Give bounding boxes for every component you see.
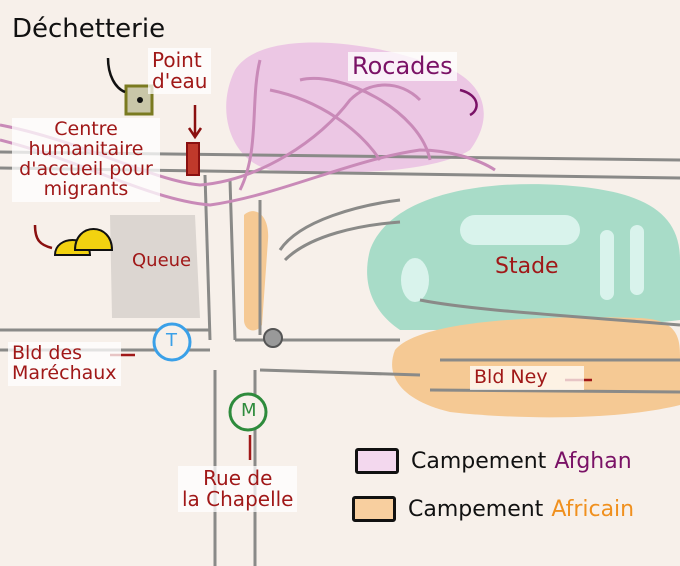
bld-marechaux-line: Maréchaux <box>12 361 117 384</box>
african-camp-strip <box>244 211 269 331</box>
legend-swatch-afghan <box>355 448 399 474</box>
centre-label-line: migrants <box>43 177 129 200</box>
metro-label: M <box>241 400 257 421</box>
bld-marechaux-line: Bld des <box>12 342 83 364</box>
legend-prefix: Campement <box>408 496 544 522</box>
water-point-icon <box>186 142 200 176</box>
legend-swatch-africain <box>352 496 396 522</box>
centre-label-line: d'accueil pour <box>19 157 153 180</box>
stade-label: Stade <box>495 254 559 279</box>
rue-chapelle-line: la Chapelle <box>182 487 294 511</box>
tent-icon <box>53 228 114 256</box>
rue-chapelle-line: Rue de <box>203 466 273 490</box>
tram-label: T <box>166 330 177 351</box>
queue-label: Queue <box>132 250 192 271</box>
metro-station-icon[interactable] <box>228 392 268 432</box>
centre-humanitaire-label: Centre humanitaire d'accueil pour migran… <box>12 118 160 202</box>
rue-chapelle-label: Rue de la Chapelle <box>178 466 298 512</box>
legend-prefix: Campement <box>411 448 547 474</box>
rocades-label: Rocades <box>348 52 457 82</box>
water-point-label-line: d'eau <box>152 69 208 93</box>
bld-marechaux-label: Bld des Maréchaux <box>8 342 121 386</box>
legend-item-africain: Campement Africain <box>352 496 634 522</box>
centre-label-line: Centre <box>54 118 118 140</box>
legend-name-africain: Africain <box>551 496 635 522</box>
water-point-label-line: Point <box>152 48 202 72</box>
roundabout-icon <box>263 328 283 348</box>
bld-ney-label: Bld Ney <box>470 366 584 390</box>
water-point-label: Point d'eau <box>148 48 212 94</box>
centre-label-line: humanitaire <box>28 137 144 160</box>
legend-name-afghan: Afghan <box>554 448 632 474</box>
legend-item-afghan: Campement Afghan <box>355 448 632 474</box>
tram-station-icon[interactable] <box>152 322 192 362</box>
queue-zone <box>110 215 200 318</box>
dechetterie-label: Déchetterie <box>12 14 166 44</box>
